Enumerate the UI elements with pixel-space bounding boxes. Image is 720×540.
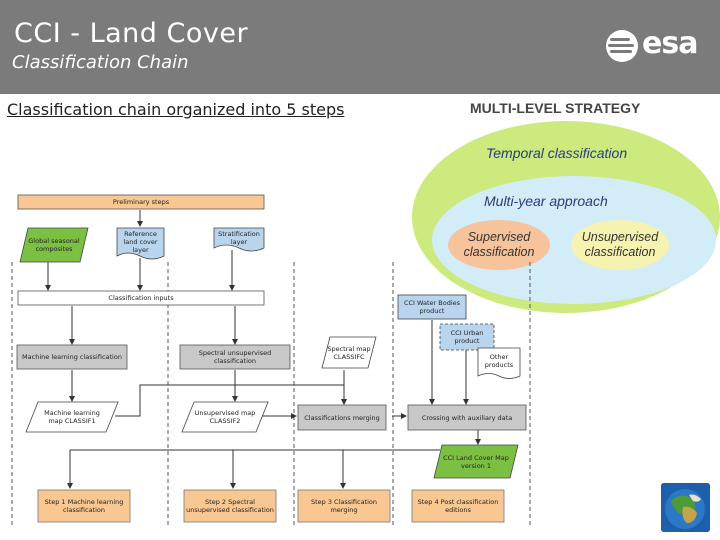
spectral-map-box <box>321 336 377 369</box>
classification-inputs-box <box>17 290 265 306</box>
global-composites-label: Global seasonal composites <box>28 237 80 253</box>
spectral-unsupervised-label: Spectral unsupervised classification <box>198 349 272 365</box>
land-cover-thumbnail <box>661 483 710 532</box>
merging-label: Classifications merging <box>304 413 380 422</box>
ml-classification-label: Machine learning classification <box>22 353 122 361</box>
reference-layer-box <box>116 227 165 260</box>
step3-box <box>297 489 391 523</box>
temporal-label: Temporal classification <box>486 145 628 161</box>
page-subtitle: Classification Chain <box>12 52 189 73</box>
step2-label: Step 2 Spectral unsupervised classificat… <box>186 498 274 514</box>
step3-label: Step 3 Classification merging <box>310 498 378 514</box>
title-bar: CCI - Land Cover Classification Chain es… <box>0 0 720 94</box>
water-bodies-label: CCI Water Bodies product <box>403 299 461 315</box>
stratification-layer-box <box>213 227 265 252</box>
step4-label: Step 4 Post classification editions <box>417 498 499 514</box>
esa-wordmark: esa <box>642 26 698 61</box>
supervised-ellipse: Supervised classification <box>448 220 550 270</box>
page-title: CCI - Land Cover <box>14 18 249 49</box>
preliminary-box <box>17 194 265 210</box>
water-bodies-box <box>397 294 467 320</box>
unsupervised-ellipse: Unsupervised classification <box>571 220 669 270</box>
lc-map-label: CCI Land Cover Map version 1 <box>443 453 509 470</box>
stratification-layer-label: Stratification layer <box>218 230 260 246</box>
classification-inputs-label: Classification inputs <box>108 294 174 302</box>
other-products-label: Other products <box>484 353 514 369</box>
crossing-box <box>407 404 527 431</box>
merging-box <box>297 404 387 431</box>
strategy-title: MULTI-LEVEL STRATEGY <box>470 100 641 116</box>
global-composites-box <box>19 227 89 263</box>
unsupervised-map-label: Unsupervised map CLASSIF2 <box>194 409 256 425</box>
esa-logo: esa <box>606 26 706 64</box>
step2-box <box>183 489 277 523</box>
slide-headline: Classification chain organized into 5 st… <box>7 100 345 119</box>
lc-map-box <box>433 444 519 479</box>
ml-classification-box <box>16 344 128 370</box>
esa-globe-icon <box>606 30 638 62</box>
spectral-map-label: Spectral map CLASSIFC <box>327 344 371 361</box>
ml-map-box <box>25 401 119 433</box>
step1-label: Step 1 Machine learning classification <box>44 498 124 514</box>
urban-product-label: CCI Urban product <box>450 329 484 345</box>
other-products-box <box>477 347 521 379</box>
reference-layer-label: Reference land cover layer <box>123 230 158 254</box>
urban-product-box <box>439 323 495 351</box>
multi-year-label: Multi-year approach <box>484 193 608 209</box>
crossing-label: Crossing with auxiliary data <box>421 413 513 422</box>
connectors <box>45 210 481 489</box>
ml-map-label: Machine learning map CLASSIF1 <box>44 409 100 425</box>
step-dividers <box>11 262 531 525</box>
unsupervised-map-box <box>181 401 269 433</box>
spectral-unsupervised-box <box>179 344 291 370</box>
preliminary-label: Preliminary steps <box>112 198 170 206</box>
step4-box <box>411 489 505 523</box>
step1-box <box>37 489 131 523</box>
